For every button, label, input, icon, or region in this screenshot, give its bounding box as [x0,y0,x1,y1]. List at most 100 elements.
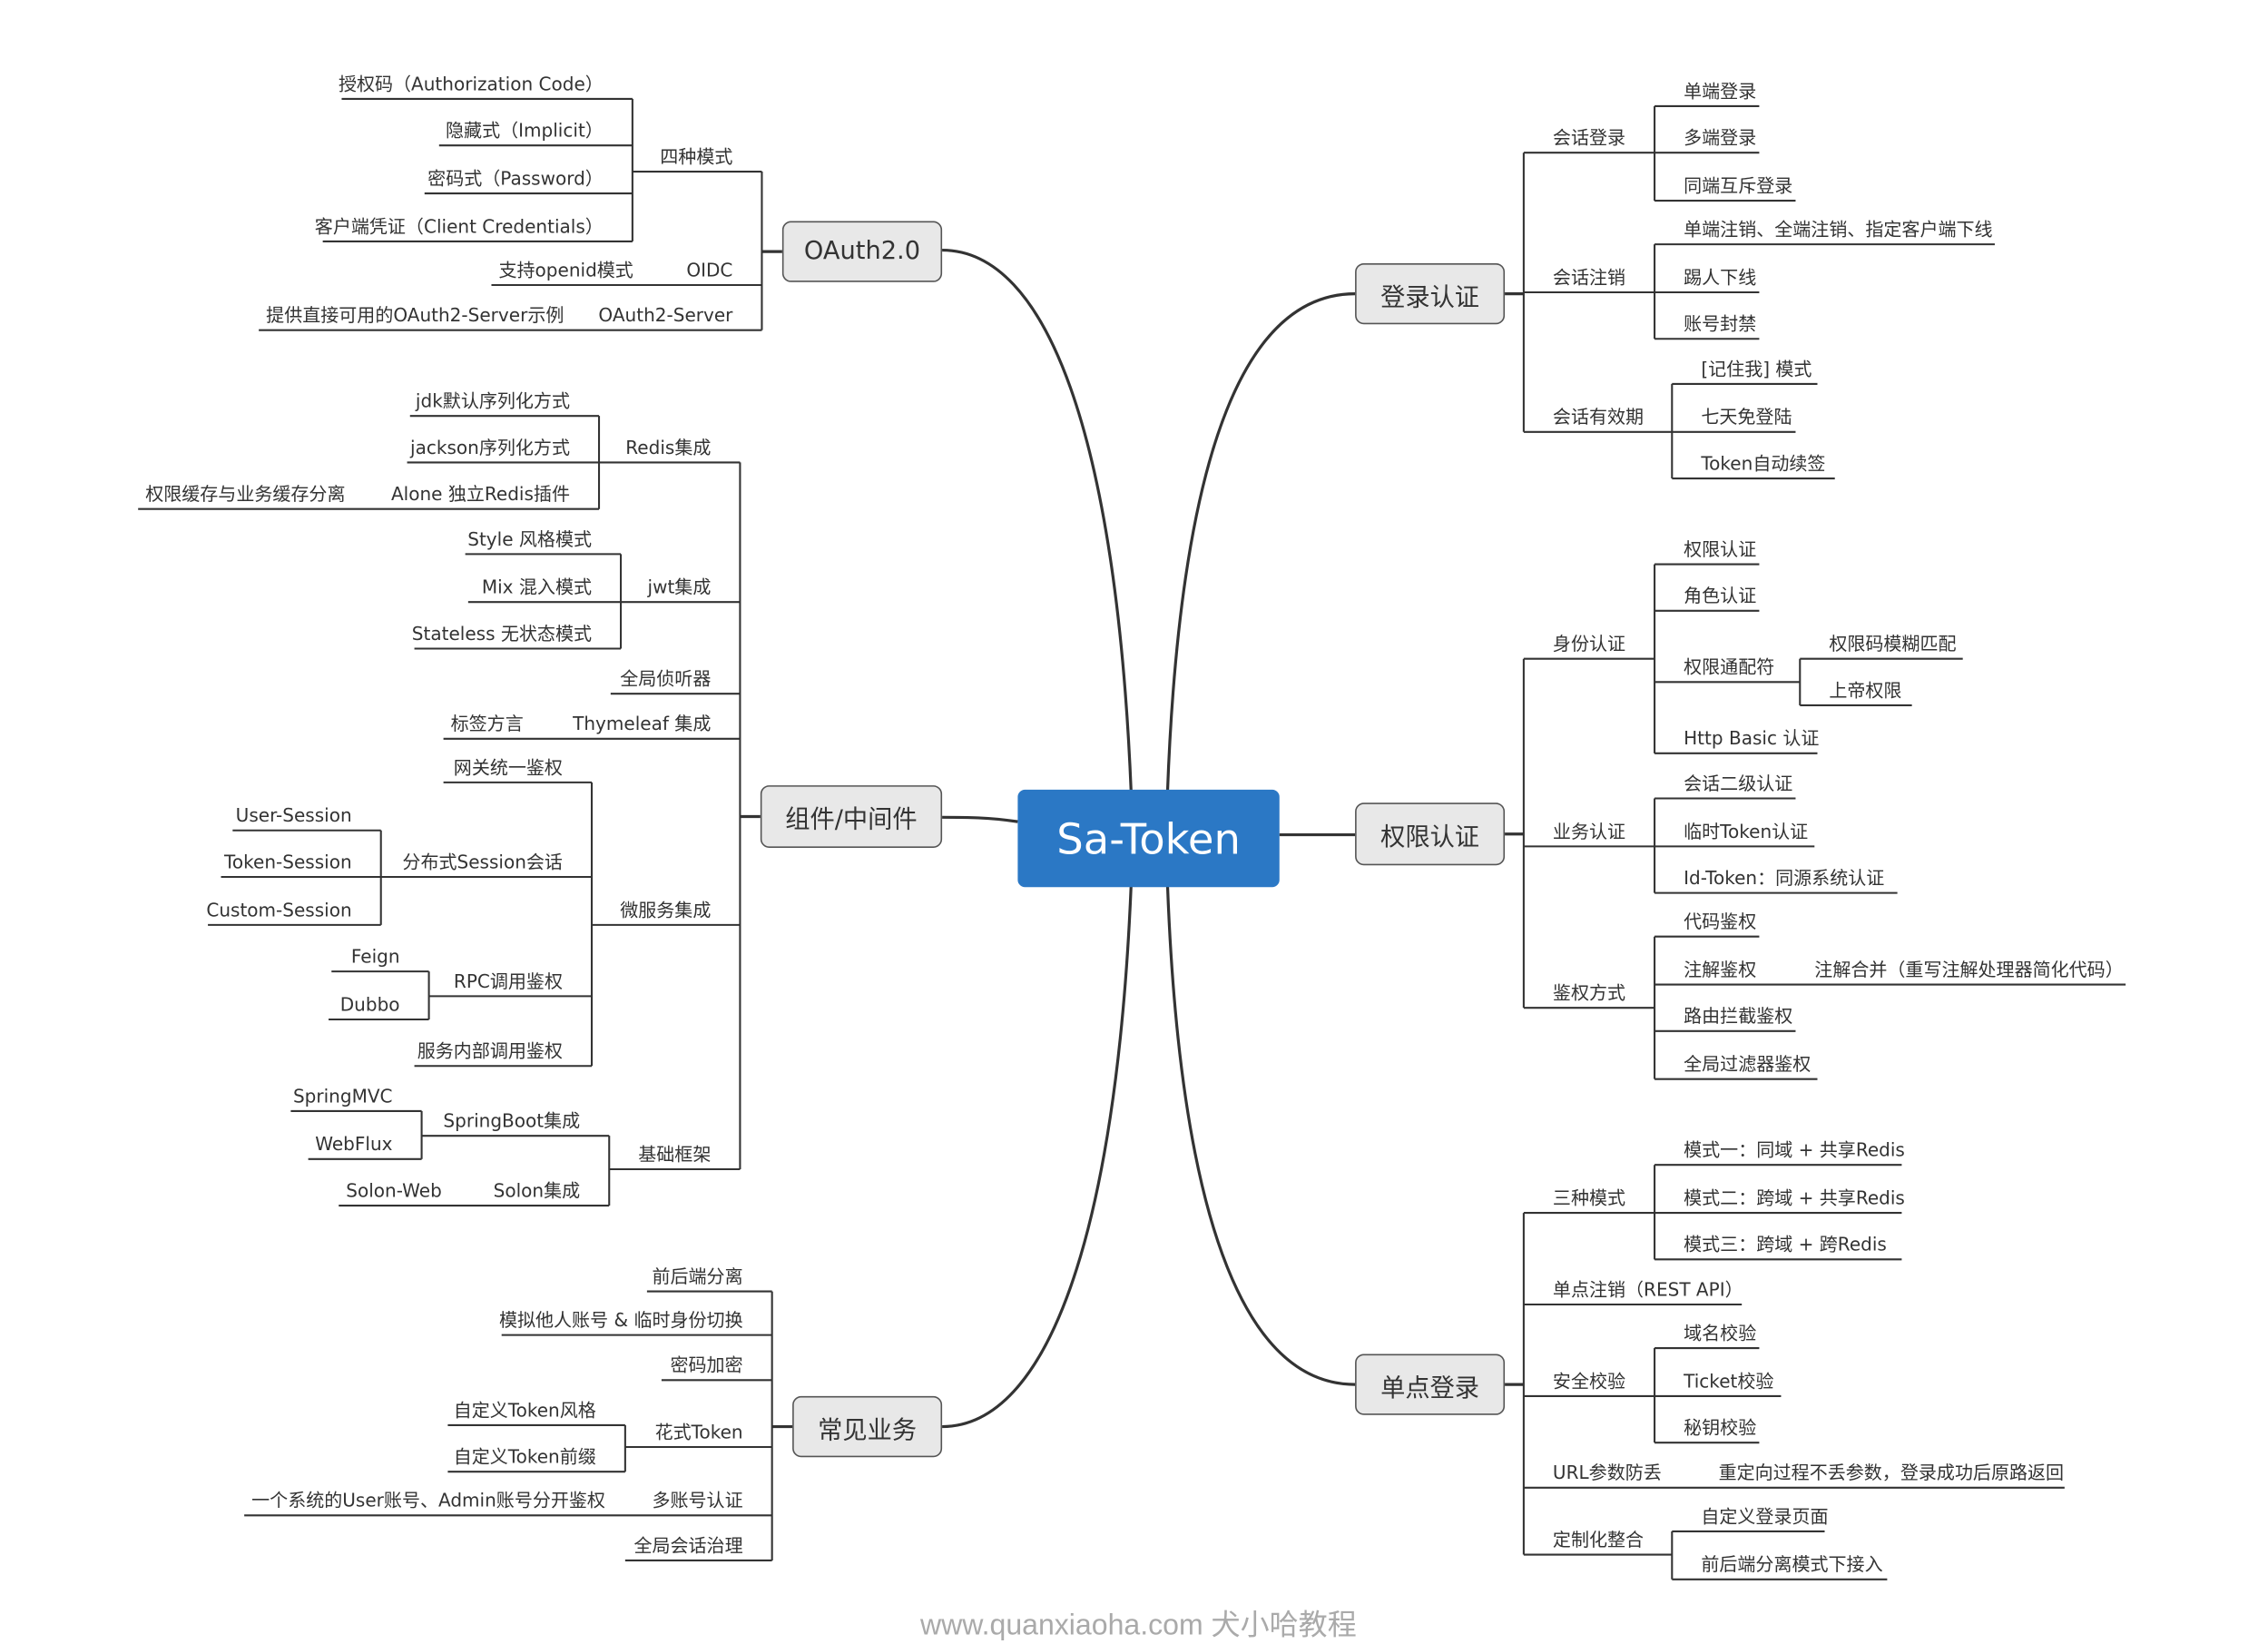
node-label[interactable]: 模式二：跨域 + 共享Redis [1684,1186,1905,1209]
node-label[interactable]: 密码式（Password） [427,167,604,190]
node-label[interactable]: 多端登录 [1684,126,1757,149]
node-label[interactable]: 定制化整合 [1552,1528,1645,1550]
node-label[interactable]: 网关统一鉴权 [453,756,563,779]
node-label[interactable]: SpringMVC [292,1085,393,1107]
node-label[interactable]: jwt集成 [647,576,712,598]
node-label[interactable]: 前后端分离 [652,1265,743,1287]
node-label[interactable]: 临时Token认证 [1684,820,1809,842]
node-label[interactable]: RPC调用鉴权 [453,970,563,992]
node-label[interactable]: 权限码模糊匹配 [1829,632,1957,655]
node-label[interactable]: 四种模式 [660,145,733,168]
node-label[interactable]: User-Session [235,803,352,826]
node-label[interactable]: 花式Token [654,1421,743,1443]
node-label[interactable]: 基础框架 [638,1143,712,1166]
node-label[interactable]: Id-Token：同源系统认证 [1684,866,1885,889]
node-label[interactable]: jackson序列化方式 [410,436,570,458]
node-label[interactable]: [记住我] 模式 [1701,358,1812,380]
node-note: 一个系统的User账号、Admin账号分开鉴权 [251,1489,605,1511]
connector [942,815,1018,823]
node-label[interactable]: Dubbo [339,993,400,1016]
node-label[interactable]: 单端登录 [1684,80,1757,103]
branch-node[interactable]: 单点登录 [1355,1354,1506,1415]
node-label[interactable]: 分布式Session会话 [402,851,563,873]
node-label[interactable]: Custom-Session [206,899,352,921]
node-note: 标签方言 [450,712,524,735]
node-label[interactable]: 授权码（Authorization Code） [338,73,604,95]
node-label[interactable]: 账号封禁 [1684,312,1757,335]
node-label[interactable]: 全局侦听器 [620,667,712,690]
node-note: 支持openid模式 [498,259,633,281]
branch-node[interactable]: 权限认证 [1355,802,1506,866]
node-label[interactable]: OIDC [686,259,733,281]
node-note: 注解合并（重写注解处理器简化代码） [1814,958,2124,980]
node-label[interactable]: 密码加密 [670,1354,743,1376]
node-label[interactable]: 自定义Token前缀 [453,1445,596,1468]
node-label[interactable]: 模式三：跨域 + 跨Redis [1684,1233,1887,1255]
node-label[interactable]: 多账号认证 [652,1489,743,1511]
node-label[interactable]: Token自动续签 [1701,452,1826,475]
node-label[interactable]: Feign [350,945,400,968]
node-label[interactable]: 踢人下线 [1684,266,1757,289]
node-label[interactable]: 角色认证 [1684,585,1757,607]
node-label[interactable]: 隐藏式（Implicit） [446,119,604,142]
node-label[interactable]: 上帝权限 [1829,679,1902,702]
node-label[interactable]: 三种模式 [1552,1186,1626,1209]
node-label[interactable]: 全局过滤器鉴权 [1684,1052,1811,1075]
branch-node[interactable]: 常见业务 [792,1395,943,1458]
node-label[interactable]: 代码鉴权 [1684,910,1757,932]
node-label[interactable]: 微服务集成 [620,899,712,921]
node-label[interactable]: 路由拦截鉴权 [1684,1004,1793,1028]
node-note: 提供直接可用的OAuth2-Server示例 [266,303,565,326]
node-label[interactable]: jdk默认序列化方式 [415,389,570,412]
node-label[interactable]: Http Basic 认证 [1684,727,1820,750]
watermark: www.quanxiaoha.com 犬小哈教程 [919,1610,1357,1642]
node-label[interactable]: 权限认证 [1684,537,1757,560]
node-label[interactable]: 模拟他人账号 & 临时身份切换 [498,1308,743,1331]
node-label[interactable]: 权限通配符 [1684,655,1775,678]
node-label[interactable]: Redis集成 [625,436,712,458]
node-label[interactable]: URL参数防丢 [1552,1462,1662,1484]
node-label[interactable]: 注解鉴权 [1684,958,1757,980]
node-label[interactable]: 身份认证 [1552,632,1626,655]
node-label[interactable]: 全局会话治理 [633,1534,743,1557]
node-label[interactable]: 客户端凭证（Client Credentials） [314,215,604,238]
branch-node[interactable]: 组件/中间件 [760,785,943,848]
node-label[interactable]: Ticket校验 [1684,1370,1774,1393]
node-label[interactable]: 鉴权方式 [1552,981,1626,1004]
node-label[interactable]: 模式一：同域 + 共享Redis [1684,1138,1905,1161]
node-label[interactable]: 服务内部调用鉴权 [417,1039,563,1062]
node-label[interactable]: 单端注销、全端注销、指定客户端下线 [1684,218,1993,241]
node-label[interactable]: 安全校验 [1552,1370,1626,1393]
center-node[interactable]: Sa-Token [1017,789,1280,888]
connector [1165,883,1356,1386]
node-label[interactable]: 自定义Token风格 [453,1399,596,1422]
node-label[interactable]: 七天免登陆 [1701,405,1792,428]
node-label[interactable]: 自定义登录页面 [1701,1505,1829,1528]
node-label[interactable]: WebFlux [315,1132,393,1155]
node-label[interactable]: 业务认证 [1552,820,1626,842]
node-label[interactable]: Thymeleaf 集成 [573,712,712,735]
node-label[interactable]: 会话登录 [1552,126,1626,149]
node-label[interactable]: Style 风格模式 [467,527,593,550]
branch-node[interactable]: 登录认证 [1355,262,1506,325]
node-label[interactable]: SpringBoot集成 [443,1109,581,1132]
node-label[interactable]: Solon集成 [493,1179,581,1202]
node-label[interactable]: OAuth2-Server [598,303,733,326]
node-label[interactable]: Stateless 无状态模式 [411,622,593,645]
node-label[interactable]: Mix 混入模式 [481,576,593,598]
node-label[interactable]: 同端互斥登录 [1684,174,1793,197]
branch-node[interactable]: OAuth2.0 [781,221,943,282]
node-label[interactable]: 会话有效期 [1552,405,1645,428]
node-label[interactable]: 域名校验 [1684,1322,1757,1344]
node-label[interactable]: 单点注销（REST API） [1552,1278,1743,1301]
node-label[interactable]: 秘钥校验 [1684,1416,1757,1439]
node-label[interactable]: Alone 独立Redis插件 [390,482,570,505]
node-label[interactable]: Token-Session [224,851,352,873]
node-note: Solon-Web [346,1179,442,1202]
connector [942,883,1133,1429]
node-label[interactable]: 会话注销 [1552,266,1626,289]
node-label[interactable]: 前后端分离模式下接入 [1701,1552,1883,1575]
node-label[interactable]: 会话二级认证 [1684,772,1793,794]
